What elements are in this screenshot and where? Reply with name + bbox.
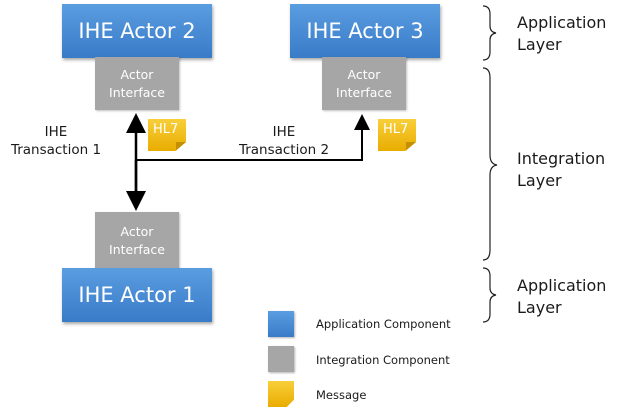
layer-label-application-bottom: Application Layer [517,276,607,317]
actor-2-box: IHE Actor 2 [62,4,212,58]
hl7-label: HL7 [383,122,409,137]
actor-1-interface: Actor Interface [95,212,179,270]
legend-swatch-integration [268,346,294,372]
interface-line2: Interface [109,84,165,100]
interface-line1: Actor [120,66,154,82]
actor-2-interface: Actor Interface [95,57,179,110]
actor-2-label: IHE Actor 2 [78,19,196,43]
legend-swatch-message [268,381,294,407]
brace-application-bottom [482,267,497,323]
transaction-1-label: IHE Transaction 1 [10,124,102,158]
interface-line2: Interface [336,84,392,100]
actor-1-box: IHE Actor 1 [62,268,212,322]
legend-label-message: Message [316,388,367,402]
legend-swatch-application [268,311,294,337]
layer-label-integration: Integration Layer [517,149,606,190]
layer-label-application-top: Application Layer [517,13,607,54]
hl7-message-note-2: HL7 [378,119,416,151]
legend-label-integration: Integration Component [316,353,450,367]
actor-3-box: IHE Actor 3 [290,4,440,58]
transaction-2-label: IHE Transaction 2 [238,124,330,158]
actor-3-label: IHE Actor 3 [306,19,424,43]
brace-integration [482,67,498,261]
hl7-message-note-1: HL7 [148,119,186,151]
legend-label-application: Application Component [316,317,451,331]
transaction-2-arrow [136,114,370,161]
interface-line2: Interface [109,242,165,257]
interface-line1: Actor [347,66,381,82]
hl7-label: HL7 [153,122,179,137]
brace-application-top [482,5,497,61]
interface-line1: Actor [120,224,154,239]
actor-1-label: IHE Actor 1 [78,283,196,307]
actor-3-interface: Actor Interface [322,57,406,110]
